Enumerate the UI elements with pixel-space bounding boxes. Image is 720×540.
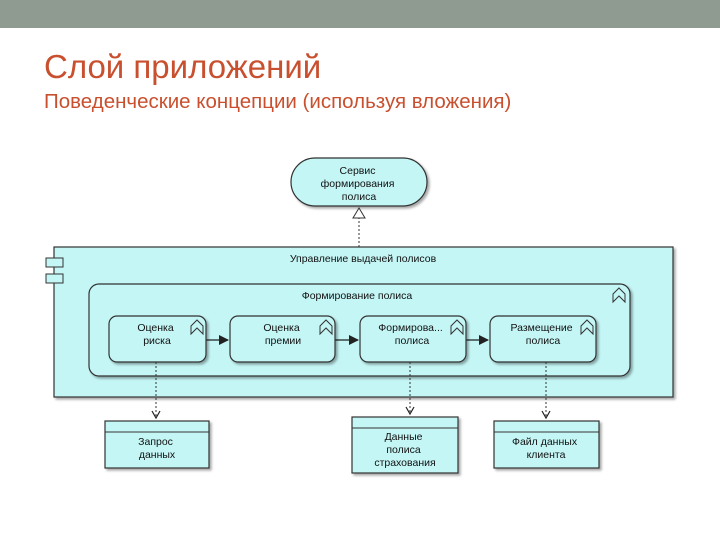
service-label-line: полиса [342, 191, 377, 203]
data-object-label-line: страхования [374, 457, 435, 469]
data-object-policy-data[interactable]: Данные полиса страхования [351, 416, 459, 474]
slide-title: Слой приложений [44, 48, 322, 85]
data-object-data-request[interactable]: Запрос данных [104, 420, 210, 469]
process-label: Формирование полиса [302, 290, 413, 302]
data-object-label-line: данных [139, 449, 176, 461]
svg-text:Размещение полиса: Размещение полиса [510, 322, 575, 347]
svg-text:Файл данных клиента: Файл данных клиента [512, 436, 580, 461]
function-premium-assessment[interactable]: Оценка премии [229, 315, 336, 363]
function-label-line: Оценка [137, 322, 174, 334]
function-label-line: Оценка [263, 322, 300, 334]
data-object-label-line: Запрос [138, 436, 173, 448]
data-object-client-file[interactable]: Файл данных клиента [493, 420, 600, 469]
data-object-label-line: клиента [527, 449, 566, 461]
function-policy-forming[interactable]: Формирова... полиса [359, 315, 467, 363]
data-object-label-line: полиса [386, 444, 421, 456]
function-label-line: Формирова... [378, 322, 442, 334]
access-relations [151, 362, 551, 420]
function-icon [319, 319, 333, 336]
component-icon [45, 257, 64, 284]
component-label: Управление выдачей полисов [290, 253, 437, 265]
service-label: Сервис формирования полиса [321, 165, 398, 203]
function-policy-placement[interactable]: Размещение полиса [489, 315, 597, 363]
svg-text:Оценка риска: Оценка риска [137, 322, 176, 347]
realization-relation [352, 207, 366, 247]
function-risk-assessment[interactable]: Оценка риска [108, 315, 207, 363]
svg-text:Формирова... полиса: Формирова... полиса [378, 322, 445, 347]
function-icon [190, 319, 204, 336]
function-label-line: Размещение [510, 322, 572, 334]
svg-text:Данные полиса стра: Данные полиса страхования [374, 431, 435, 469]
function-label-line: риска [143, 335, 171, 347]
slide-subtitle: Поведенческие концепции (используя вложе… [44, 90, 512, 113]
service-label-line: формирования [321, 178, 395, 190]
function-icon [450, 319, 464, 336]
function-icon [580, 319, 594, 336]
application-service[interactable]: Сервис формирования полиса [290, 157, 428, 207]
function-label-line: премии [265, 335, 301, 347]
top-bar [0, 0, 720, 28]
data-object-label-line: Данные [385, 431, 423, 443]
function-label-line: полиса [395, 335, 430, 347]
svg-text:Запрос данных: Запрос данных [138, 436, 176, 461]
svg-text:Оценка премии: Оценка премии [263, 322, 302, 347]
service-label-line: Сервис [340, 165, 376, 177]
function-label-line: полиса [526, 335, 561, 347]
data-object-label-line: Файл данных [512, 436, 578, 448]
function-icon [612, 287, 626, 304]
